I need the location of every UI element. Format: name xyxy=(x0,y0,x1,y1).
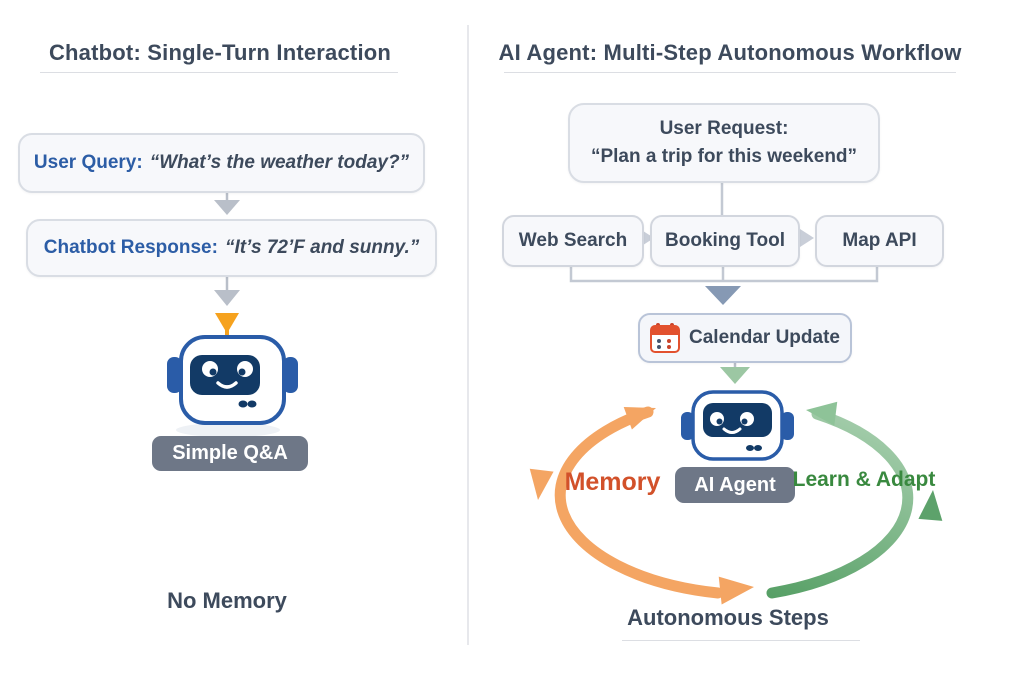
right-arrow-icon xyxy=(800,229,814,247)
left-panel-title: Chatbot: Single-Turn Interaction xyxy=(48,40,392,65)
user-query-box: User Query: “What’s the weather today?” xyxy=(18,133,425,193)
map-api-box: Map API xyxy=(815,215,944,267)
loop-arrowhead-icon xyxy=(806,401,838,426)
chatbot-robot-icon xyxy=(167,313,298,437)
calendar-icon xyxy=(650,323,680,353)
user-request-box: User Request: “Plan a trip for this week… xyxy=(568,103,880,183)
merge-arrow-icon xyxy=(705,286,741,305)
user-query-label: User Query: xyxy=(33,152,143,173)
simple-qa-badge: Simple Q&A xyxy=(152,436,308,471)
learn-adapt-label: Learn & Adapt xyxy=(792,468,936,491)
web-search-box: Web Search xyxy=(502,215,644,267)
loop-arrowhead-icon xyxy=(718,576,754,605)
ai-agent-robot-icon xyxy=(681,390,794,461)
chatbot-response-text: “It’s 72’F and sunny.” xyxy=(224,237,420,258)
user-query-text: “What’s the weather today?” xyxy=(149,152,410,173)
memory-label: Memory xyxy=(564,468,661,496)
chatbot-response-label: Chatbot Response: xyxy=(43,237,218,258)
autonomous-steps-label: Autonomous Steps xyxy=(627,605,829,630)
user-request-label: User Request: xyxy=(659,118,789,139)
panel-divider xyxy=(467,25,469,645)
right-panel-title: AI Agent: Multi-Step Autonomous Workflow xyxy=(498,40,962,65)
ai-agent-badge: AI Agent xyxy=(675,467,795,503)
green-down-arrow-icon xyxy=(720,367,750,384)
antenna-icon xyxy=(215,313,239,330)
booking-tool-box: Booking Tool xyxy=(650,215,800,267)
memory-loop-arc xyxy=(554,406,724,599)
calendar-update-box: Calendar Update xyxy=(638,313,852,363)
down-arrow-icon xyxy=(214,191,240,215)
right-title-underline xyxy=(504,72,956,73)
loop-arrowhead-icon xyxy=(623,406,656,430)
learn-loop-arc xyxy=(766,408,914,599)
calendar-update-label: Calendar Update xyxy=(689,327,840,348)
chatbot-response-box: Chatbot Response: “It’s 72’F and sunny.” xyxy=(26,219,437,277)
left-title-underline xyxy=(40,72,398,73)
loop-arrowhead-icon xyxy=(529,468,554,500)
loop-arrowhead-icon xyxy=(918,490,943,521)
footer-underline xyxy=(622,640,860,641)
no-memory-label: No Memory xyxy=(167,588,287,613)
user-request-text: “Plan a trip for this weekend” xyxy=(590,146,858,167)
